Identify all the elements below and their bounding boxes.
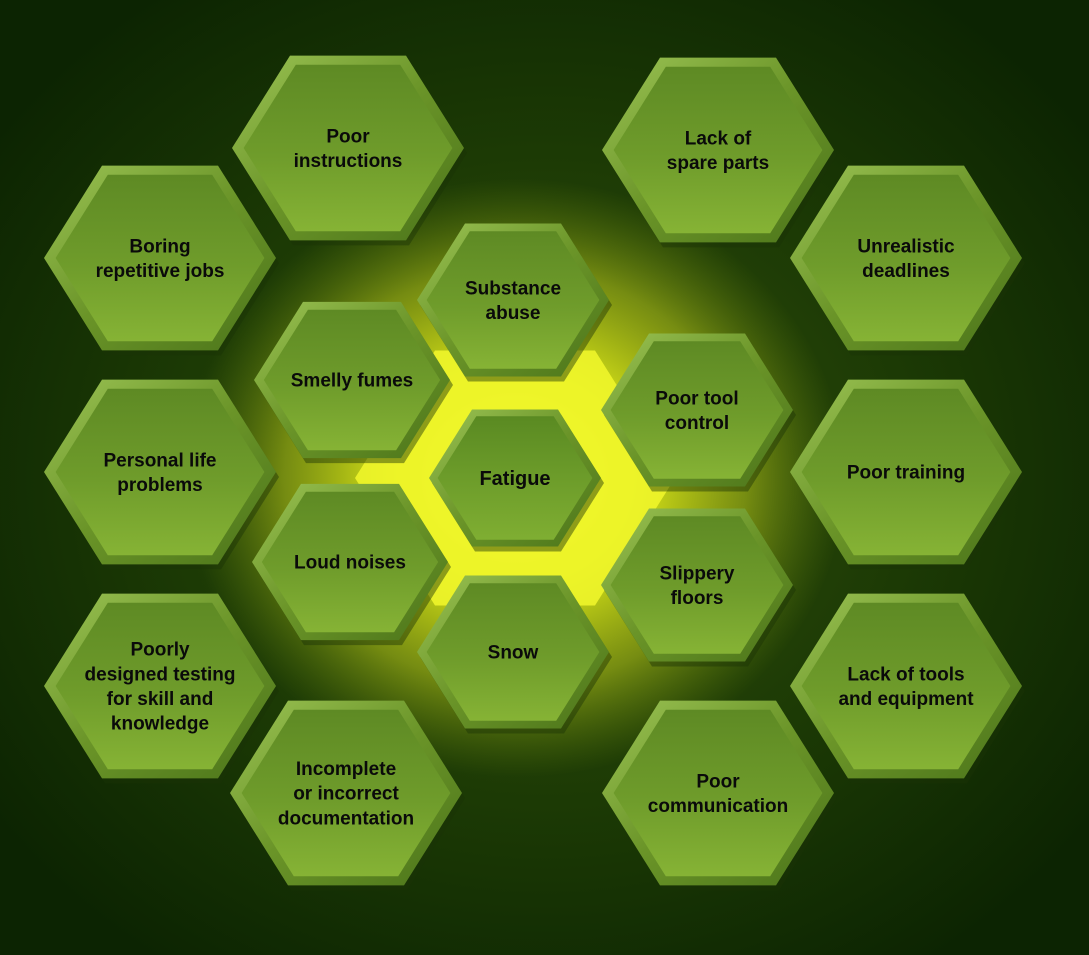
hexagon-lack-of-tools-and-equipment: Lack of tools and equipment — [790, 593, 1025, 784]
hexagon-label: for skill and — [107, 689, 214, 710]
hexagon-unrealistic-deadlines: Unrealistic deadlines — [790, 165, 1025, 356]
hexagon-substance-abuse: Substance abuse — [417, 223, 612, 382]
hexagon-face — [55, 388, 265, 556]
hexagon-face — [613, 66, 823, 234]
hexagon-fatigue: Fatigue — [429, 409, 604, 552]
hexagon-face — [801, 174, 1011, 342]
hexagon-poor-communication: Poor communication — [602, 700, 837, 891]
hexagon-label: Substance — [465, 278, 561, 299]
hexagon-label: Poor tool — [655, 388, 738, 409]
hexagon-label: Loud noises — [294, 553, 406, 574]
hexagon-label: instructions — [294, 151, 403, 172]
hexagon-face — [426, 231, 600, 369]
hexagon-boring-repetitive-jobs: Boring repetitive jobs — [44, 165, 279, 356]
hexagon-label: knowledge — [111, 714, 209, 735]
hexagon-face — [801, 602, 1011, 770]
hexagon-face — [55, 174, 265, 342]
hexagon-label: Lack of — [685, 128, 752, 149]
hexagon-face — [426, 583, 600, 721]
hexagon-label: Unrealistic — [857, 236, 955, 257]
hexagon-face — [263, 309, 441, 451]
hexagon-label: Snow — [488, 643, 539, 664]
hexagon-face — [55, 602, 265, 770]
hexagon-poorly-designed-testing: Poorly designed testing for skill and knowl… — [44, 593, 279, 784]
hexagon-label: designed testing — [85, 664, 236, 685]
hexagon-poor-training: Poor training — [790, 379, 1025, 570]
hexagon-face — [610, 341, 784, 479]
hexagon-lack-of-spare-parts: Lack of spare parts — [602, 57, 837, 248]
hexagon-label: floors — [671, 588, 724, 609]
hexagon-face — [241, 709, 451, 877]
hexagon-face — [261, 491, 439, 633]
hexagon-loud-noises: Loud noises — [252, 483, 451, 646]
hexagon-slippery-floors: Slippery floors — [601, 508, 796, 667]
hexagon-label: documentation — [278, 808, 414, 829]
hexagon-label: problems — [117, 475, 203, 496]
hexagon-label: Poor — [326, 126, 370, 147]
hexagon-face — [613, 709, 823, 877]
hexagon-smelly-fumes: Smelly fumes — [254, 301, 453, 464]
hexagon-label: Smelly fumes — [291, 371, 414, 392]
hexagon-face — [610, 516, 784, 654]
hexagon-label: and equipment — [838, 689, 974, 710]
hexagon-face — [243, 64, 453, 232]
hexagon-face — [437, 416, 593, 540]
hexagon-label: Poorly — [130, 640, 190, 661]
hexagon-label: deadlines — [862, 261, 950, 282]
hexagon-incomplete-documentation: Incomplete or incorrect documentation — [230, 700, 465, 891]
hexagon-poor-tool-control: Poor tool control — [601, 333, 796, 492]
hexagon-personal-life-problems: Personal life problems — [44, 379, 279, 570]
hexagon-label: or incorrect — [293, 784, 399, 805]
hexagon-snow: Snow — [417, 575, 612, 734]
hexagon-label: Boring — [129, 236, 190, 257]
hexagon-label: communication — [648, 796, 788, 817]
hexagon-label: Fatigue — [479, 468, 550, 490]
hexagon-label: Poor — [696, 771, 740, 792]
hexagon-cluster: Poor instructions Lack of spare partsBoring… — [44, 55, 1025, 891]
hexagon-label: Personal life — [104, 450, 217, 471]
hexagon-label: abuse — [486, 303, 541, 324]
hexagon-face — [801, 388, 1011, 556]
hexagon-label: spare parts — [667, 153, 769, 174]
hexagon-label: Incomplete — [296, 759, 396, 780]
hexagon-label: control — [665, 413, 729, 434]
hexagon-label: Lack of tools — [847, 664, 964, 685]
hexagon-label: Slippery — [660, 563, 735, 584]
hexagon-label: repetitive jobs — [96, 261, 225, 282]
hexagon-poor-instructions: Poor instructions — [232, 55, 467, 246]
hexagon-label: Poor training — [847, 463, 965, 484]
